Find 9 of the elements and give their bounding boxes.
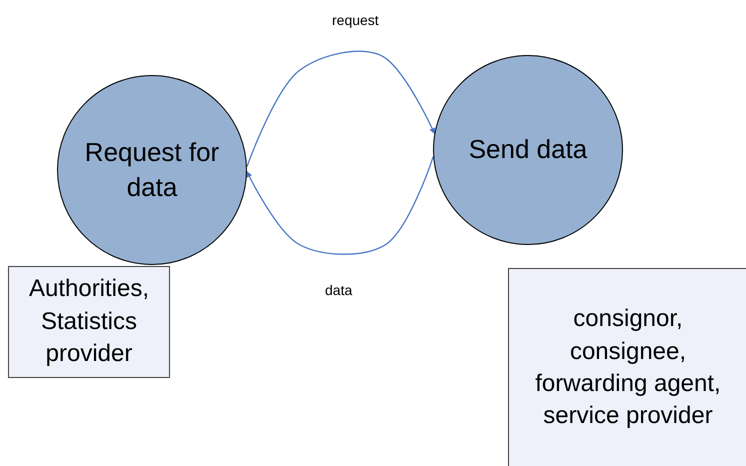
node-label: Authorities, Statistics provider bbox=[28, 274, 150, 370]
node-label: Send data bbox=[468, 133, 588, 166]
actor-box bbox=[508, 268, 746, 466]
node-label: consignor, consignee, forwarding agent, service provider bbox=[534, 304, 722, 432]
curved-arrow bbox=[246, 156, 434, 255]
actor-box bbox=[8, 266, 170, 378]
edge-label: data bbox=[323, 282, 354, 298]
node-label: Request for data bbox=[84, 136, 220, 204]
curved-arrow bbox=[246, 50, 435, 167]
